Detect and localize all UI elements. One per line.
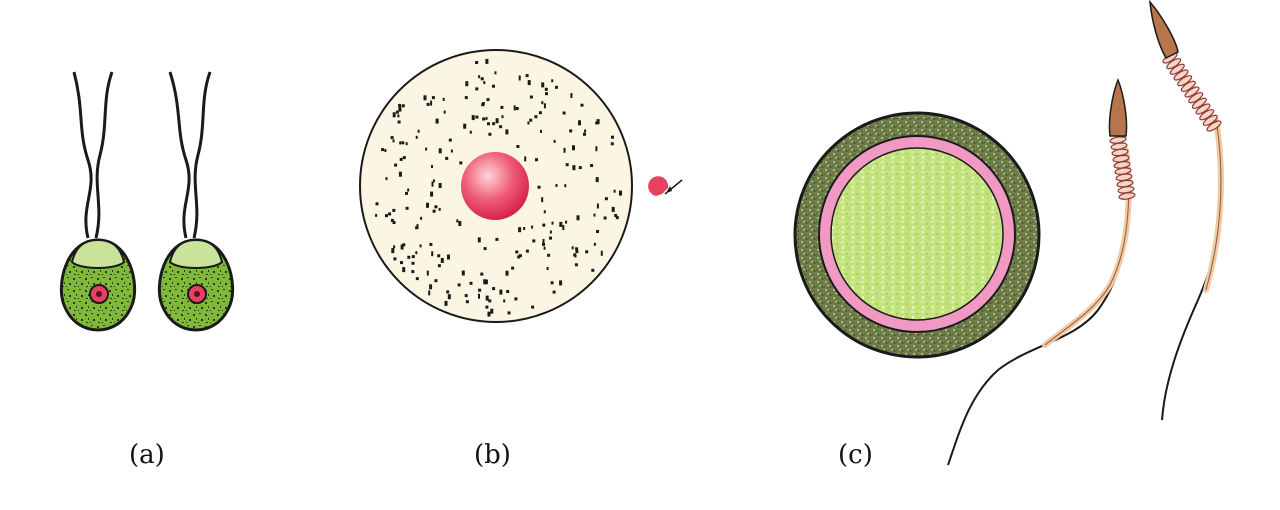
panel-label-c: (c) [838, 440, 873, 470]
sperm-icon [1149, 0, 1224, 421]
panel-label-a: (a) [129, 440, 165, 470]
egg-nucleus [461, 152, 529, 220]
panel-label-b: (b) [474, 440, 511, 470]
biflagellate-gamete-icon [157, 71, 235, 332]
panel-b [359, 49, 683, 323]
sperm-midpiece [1162, 52, 1222, 132]
sperm-head [1108, 77, 1128, 137]
panel-c [793, 0, 1224, 466]
polar-body-icon [648, 176, 683, 196]
spore-icon [793, 111, 1041, 359]
cytoplasm-granules [375, 58, 622, 317]
sperm-midpiece [1109, 136, 1136, 200]
panel-a [59, 71, 235, 332]
biflagellate-gamete-icon [59, 71, 137, 332]
sperm-head [1149, 0, 1179, 59]
sperm-icon [947, 77, 1136, 466]
egg-cell-icon [359, 49, 633, 323]
